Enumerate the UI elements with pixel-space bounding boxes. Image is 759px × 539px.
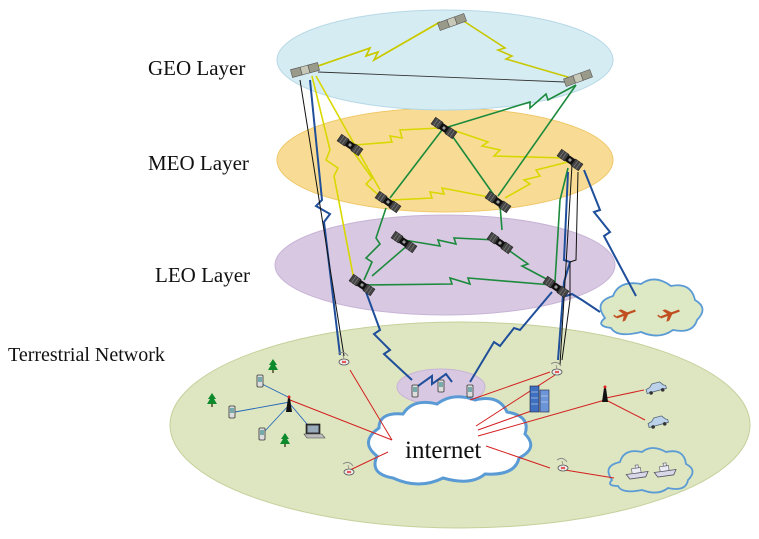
access-links xyxy=(234,383,313,433)
phone-icon xyxy=(466,384,474,398)
phone-icon xyxy=(256,374,264,388)
ground-links xyxy=(289,369,646,479)
geo-links xyxy=(311,19,579,286)
leo-layer xyxy=(274,214,616,316)
ship-cloud xyxy=(607,447,694,494)
phone-icon xyxy=(258,427,266,441)
airplane-cloud xyxy=(599,278,704,337)
geo-layer-label: GEO Layer xyxy=(148,56,245,80)
phone-icon xyxy=(437,379,445,393)
meo-layer-label: MEO Layer xyxy=(148,151,249,175)
phone-icon xyxy=(411,384,419,398)
meo-links xyxy=(351,84,577,201)
phone-icon xyxy=(228,405,236,419)
internet-cloud xyxy=(367,395,533,486)
server-icon xyxy=(529,385,550,413)
geo-layer xyxy=(276,9,614,111)
laptop-icon xyxy=(303,423,326,439)
internet-label: internet xyxy=(405,437,481,464)
terrestrial-network-label: Terrestrial Network xyxy=(8,344,165,366)
leo-links xyxy=(361,167,569,286)
leo-layer-label: LEO Layer xyxy=(155,263,250,287)
misc-links xyxy=(559,164,573,366)
blue-links xyxy=(299,79,637,387)
